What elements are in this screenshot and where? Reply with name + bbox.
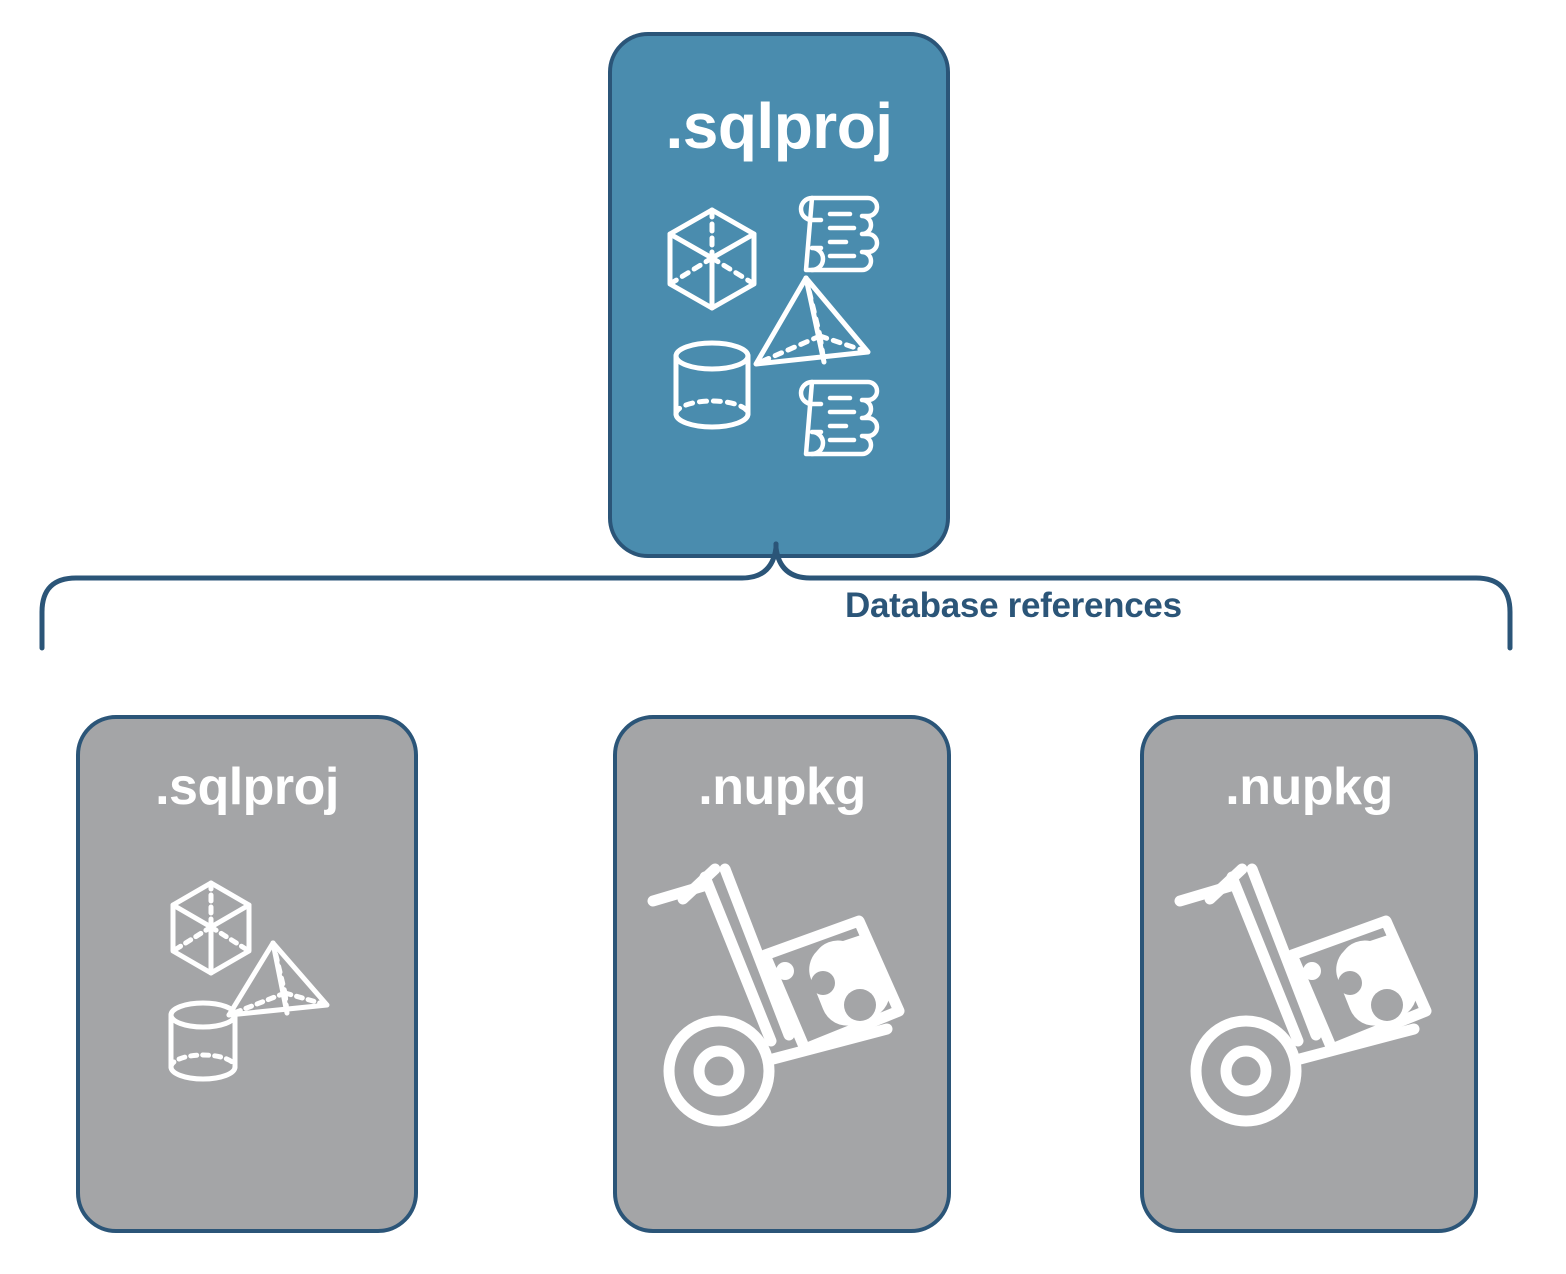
hand-truck-package-icon [1174,863,1432,1127]
node-title: .sqlproj [155,758,339,816]
pyramid-icon [753,275,871,367]
node-nupkg-reference-2[interactable]: .nupkg [1140,715,1478,1233]
scroll-icon [798,379,880,457]
cube-icon [667,207,757,311]
node-title: .nupkg [1225,758,1393,816]
nuget-holes [811,971,876,1021]
nuget-holes [1338,971,1403,1021]
pyramid-icon [226,940,330,1018]
scroll-icon [798,195,880,273]
cylinder-icon [673,340,751,430]
node-title: .nupkg [698,758,866,816]
connector-label: Database references [845,586,1182,625]
root-icon-group [667,195,880,457]
leaf-icon-group-shapes [168,880,330,1082]
node-sqlproj-root[interactable]: .sqlproj [608,32,950,558]
leaf-icon-group-package [647,863,905,1127]
node-title: .sqlproj [665,90,893,162]
node-sqlproj-reference[interactable]: .sqlproj [76,715,418,1233]
node-nupkg-reference-1[interactable]: .nupkg [613,715,951,1233]
cube-icon [170,880,252,976]
bracket-connector [39,541,1513,651]
leaf-icon-group-package [1174,863,1432,1127]
hand-truck-package-icon [647,863,905,1127]
cylinder-icon [168,1000,238,1082]
